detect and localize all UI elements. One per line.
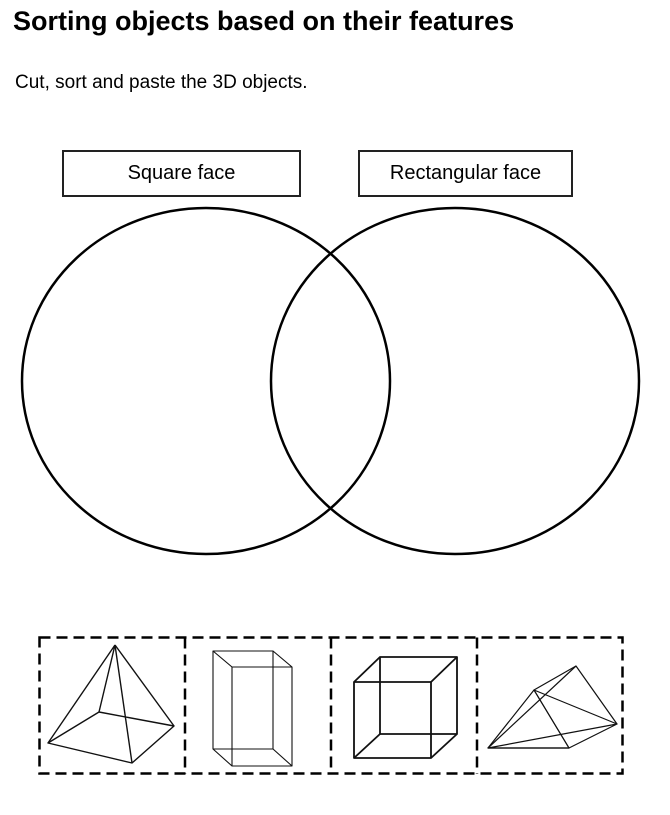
cube-icon[interactable] bbox=[353, 656, 458, 759]
label-rectangular-face-text: Rectangular face bbox=[389, 162, 542, 184]
cutout-dashed-border bbox=[38, 636, 624, 775]
worksheet-title: Sorting objects based on their features bbox=[13, 6, 515, 36]
venn-diagram bbox=[20, 206, 641, 556]
venn-circle-right bbox=[269, 206, 641, 556]
label-square-face-text: Square face bbox=[127, 162, 236, 184]
label-square-face: Square face bbox=[62, 150, 301, 197]
venn-circle-left bbox=[20, 206, 392, 556]
worksheet-instructions: Cut, sort and paste the 3D objects. bbox=[15, 72, 308, 93]
rectangular-prism-icon[interactable] bbox=[212, 650, 293, 767]
square-pyramid-icon[interactable] bbox=[47, 644, 175, 764]
triangular-prism-icon[interactable] bbox=[487, 665, 618, 749]
label-rectangular-face: Rectangular face bbox=[358, 150, 573, 197]
cutout-strip bbox=[38, 636, 624, 776]
